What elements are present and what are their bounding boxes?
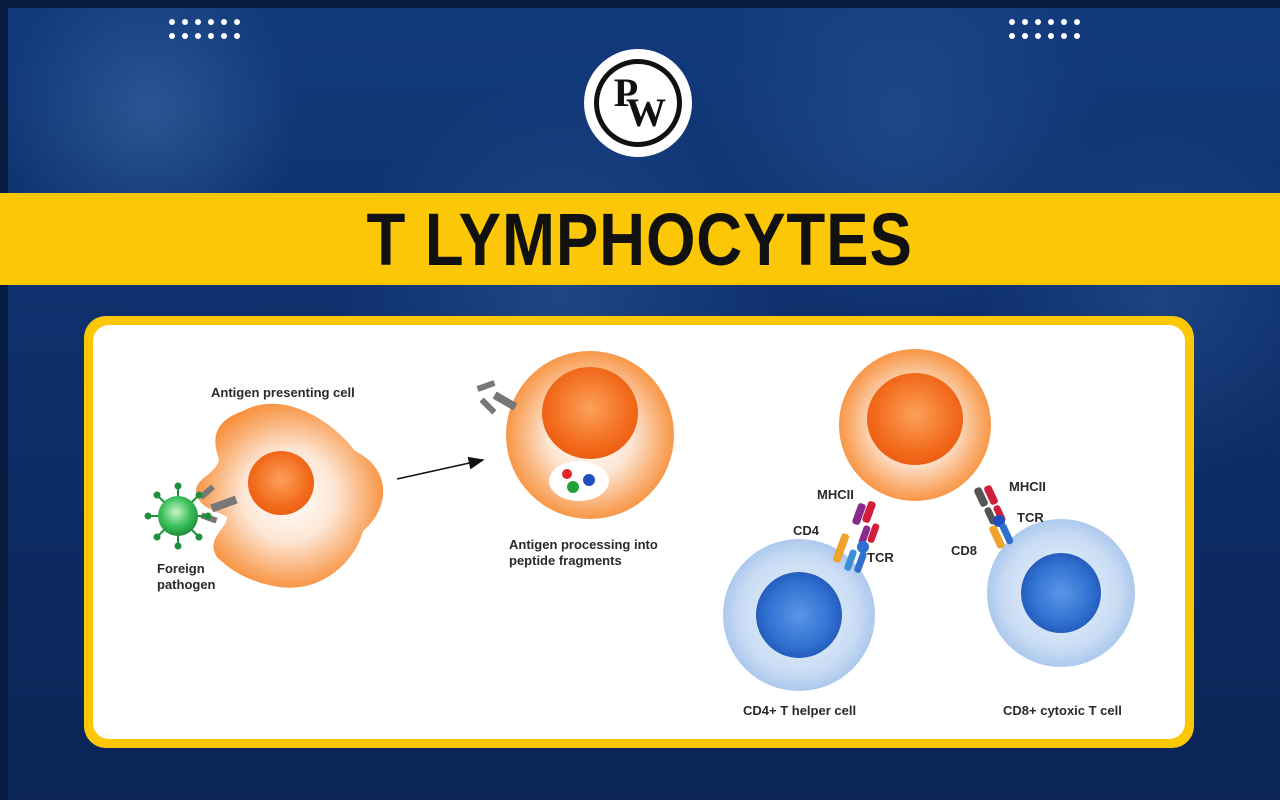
svg-text:W: W (626, 90, 666, 135)
foreign-pathogen (144, 482, 212, 550)
diagram-card: Antigen presenting cell Foreign pathogen… (84, 316, 1194, 748)
cd8-cell-nucleus (1021, 553, 1101, 633)
cd8-receptor-complex (974, 485, 1014, 549)
cd4-cell-nucleus (756, 572, 842, 658)
cd8-label: CD8 (951, 543, 977, 558)
page-title: T LYMPHOCYTES (366, 197, 914, 281)
diagram-card-inner: Antigen presenting cell Foreign pathogen… (93, 325, 1185, 739)
presenting-cell-right-nucleus (867, 373, 963, 465)
cd4-receptor-complex (832, 501, 880, 573)
svg-text:P: P (614, 70, 638, 115)
decorative-dots-left (169, 19, 240, 39)
foreign-pathogen-label-2: pathogen (157, 577, 216, 592)
peptide-fragment-green (567, 481, 579, 493)
decorative-dots-right (1009, 19, 1080, 39)
tcr-left-label: TCR (867, 550, 894, 565)
title-banner: T LYMPHOCYTES (0, 193, 1280, 285)
foreign-pathogen-label-1: Foreign (157, 561, 205, 576)
cd8-cell-label: CD8+ cytoxic T cell (1003, 703, 1122, 718)
tcr-right-label: TCR (1017, 510, 1044, 525)
processing-cell-receptor (476, 380, 518, 415)
process-arrow (396, 456, 485, 480)
pw-logo: P W (584, 49, 692, 157)
mhcii-right-label: MHCII (1009, 479, 1046, 494)
peptide-fragment-blue (583, 474, 595, 486)
antigen-presenting-cell-label: Antigen presenting cell (211, 385, 355, 400)
peptide-fragment-red (562, 469, 572, 479)
antigen-processing-label-2: peptide fragments (509, 553, 622, 568)
cd4-label: CD4 (793, 523, 820, 538)
cd4-cell-label: CD4+ T helper cell (743, 703, 856, 718)
processing-cell-nucleus (542, 367, 638, 459)
t-lymphocyte-diagram: Antigen presenting cell Foreign pathogen… (144, 349, 1135, 718)
apc-nucleus (248, 451, 314, 515)
mhcii-left-label: MHCII (817, 487, 854, 502)
antigen-processing-label-1: Antigen processing into (509, 537, 658, 552)
peptide-vesicle (549, 461, 609, 501)
